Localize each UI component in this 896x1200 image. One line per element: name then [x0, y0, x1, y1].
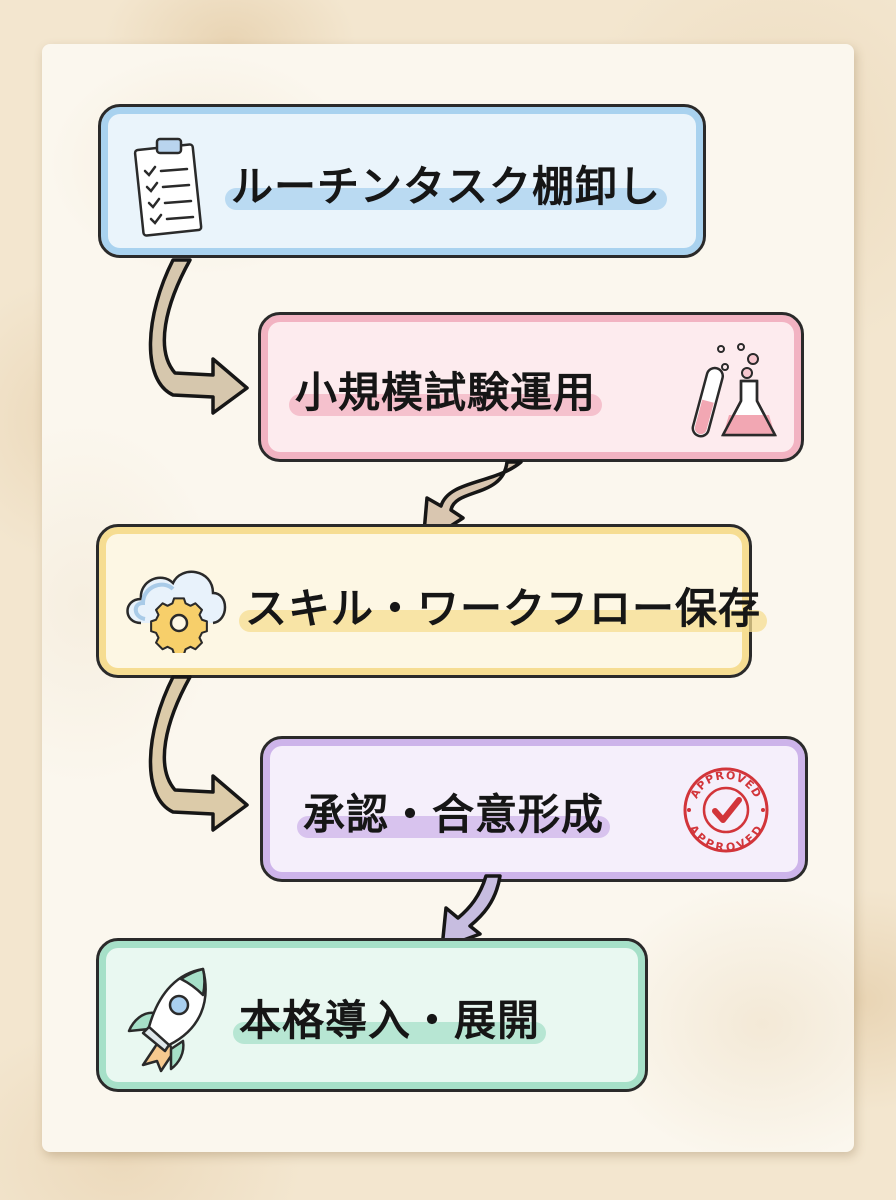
stamp-text-top: APPROVED	[688, 769, 763, 801]
arrow-down-left-icon	[440, 874, 502, 950]
approved-stamp-icon: APPROVED APPROVED	[683, 767, 769, 854]
step-skill-workflow-save: スキル・ワークフロー保存	[96, 524, 768, 678]
svg-text:APPROVED: APPROVED	[688, 769, 764, 801]
step-label: 承認・合意形成	[303, 790, 605, 839]
test-tube-flask-icon	[691, 343, 778, 438]
step-label: ルーチンタスク棚卸し	[231, 162, 662, 211]
step-approval-consensus: 承認・合意形成 APPROVED APPROVED	[260, 736, 808, 882]
arrow-down-right-icon	[148, 675, 249, 832]
step-small-scale-pilot: 小規模試験運用	[258, 312, 804, 462]
step-label: 本格導入・展開	[239, 996, 541, 1045]
arrow-down-right-icon	[148, 258, 249, 415]
clipboard-checklist-icon	[133, 137, 203, 237]
rocket-icon	[127, 967, 207, 1073]
step-full-deployment: 本格導入・展開	[96, 938, 648, 1092]
cloud-gear-icon	[126, 570, 227, 653]
step-label: スキル・ワークフロー保存	[245, 584, 762, 633]
arrow-down-left-icon	[421, 460, 523, 546]
step-routine-task-inventory: ルーチンタスク棚卸し	[98, 104, 706, 258]
step-label: 小規模試験運用	[295, 368, 597, 417]
